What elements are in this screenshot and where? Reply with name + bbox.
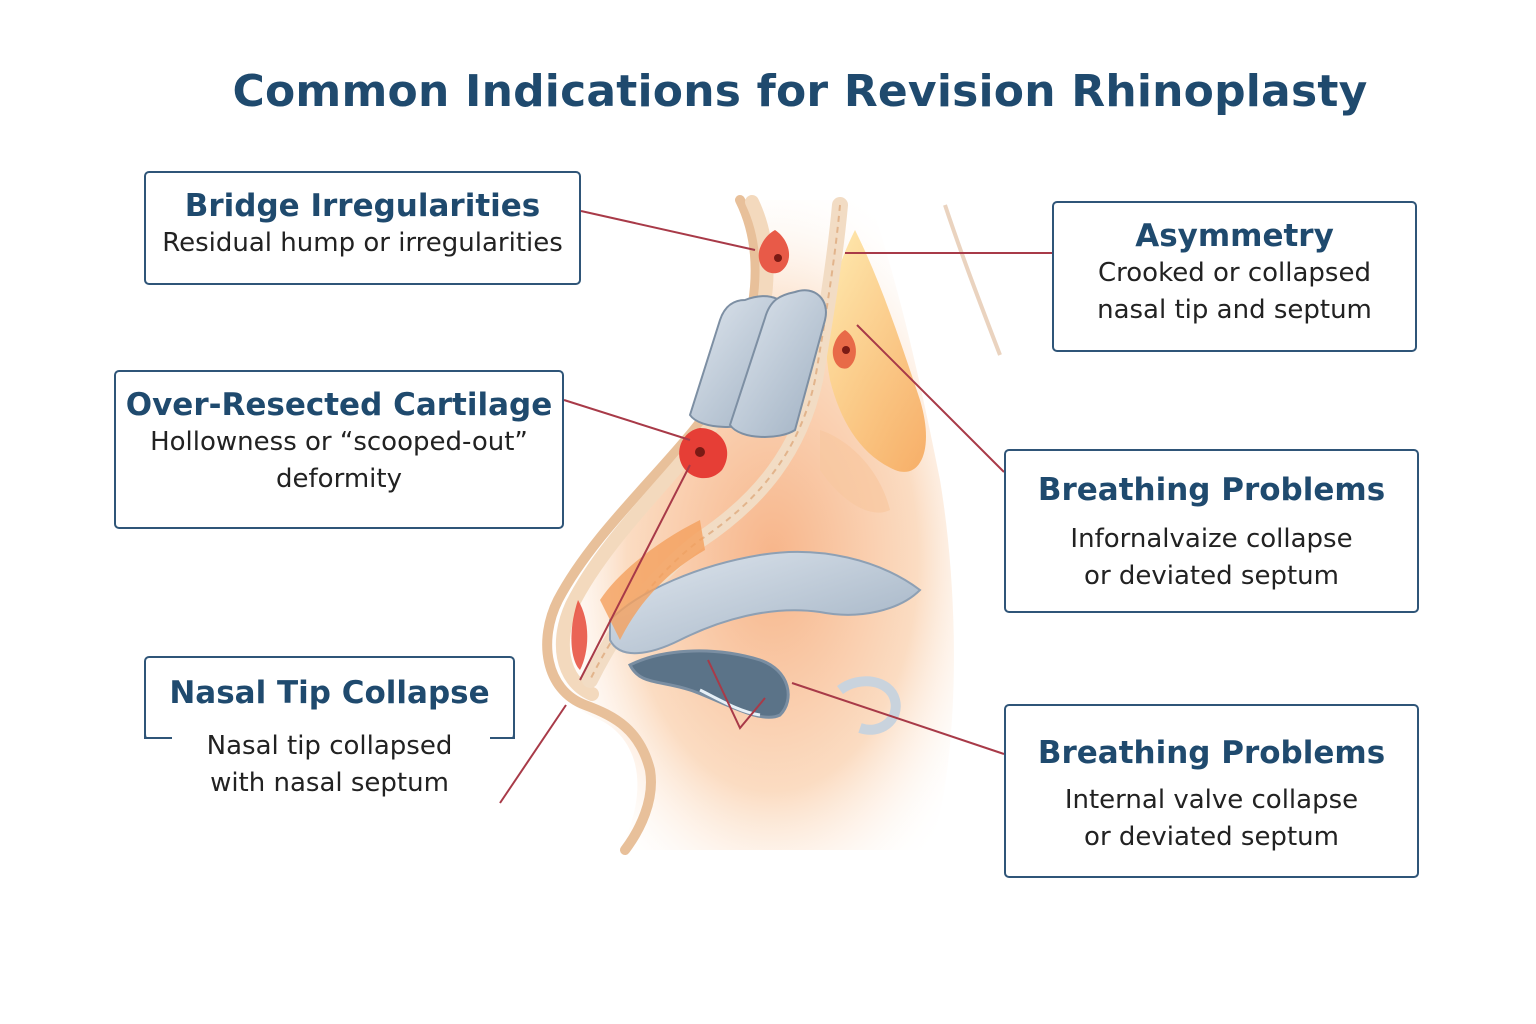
bridge-lesion-marker bbox=[758, 230, 790, 274]
callout-heading: Over-Resected Cartilage bbox=[125, 387, 553, 423]
callout-description: Nasal tip collapsed bbox=[206, 731, 453, 761]
callout-heading: Asymmetry bbox=[1135, 218, 1334, 254]
page-title: Common Indications for Revision Rhinopla… bbox=[232, 66, 1368, 117]
nostril bbox=[627, 649, 790, 719]
alar-rim bbox=[837, 676, 901, 735]
callout-heading: Breathing Problems bbox=[1037, 472, 1386, 508]
callout-asymmetry: Asymmetry Crooked or collapsed nasal tip… bbox=[1052, 201, 1417, 352]
callout-nasal-tip-collapse: Nasal Tip Collapse Nasal tip collapsed w… bbox=[144, 656, 515, 798]
lower-lateral-cartilage bbox=[609, 550, 922, 655]
callout-description: Internal valve collapse bbox=[1064, 785, 1359, 815]
callout-description: Infornalvaize collapse bbox=[1070, 524, 1353, 554]
nasal-soft-tissue bbox=[826, 230, 926, 472]
callout-heading: Nasal Tip Collapse bbox=[169, 675, 490, 711]
callout-description: deformity bbox=[276, 464, 402, 494]
callout-description: or deviated septum bbox=[1084, 561, 1339, 591]
callout-over-resected-cartilage: Over-Resected Cartilage Hollowness or “s… bbox=[114, 370, 564, 529]
callout-description: Residual hump or irregularities bbox=[162, 228, 563, 258]
leader-lines bbox=[499, 210, 1052, 804]
callout-description: with nasal septum bbox=[210, 768, 449, 798]
tip-box-bottom-border bbox=[144, 728, 515, 739]
callout-heading: Bridge Irregularities bbox=[184, 188, 541, 224]
callout-description-group: Nasal tip collapsed with nasal septum bbox=[126, 728, 533, 802]
callout-description: or deviated septum bbox=[1084, 822, 1339, 852]
upper-lateral-cartilage-right bbox=[728, 289, 827, 438]
callout-description: Hollowness or “scooped-out” bbox=[150, 427, 528, 457]
callout-breathing-problems-1: Breathing Problems Infornalvaize collaps… bbox=[1004, 449, 1419, 613]
callout-heading: Breathing Problems bbox=[1037, 735, 1386, 771]
callout-description: Crooked or collapsed bbox=[1098, 258, 1371, 288]
callout-description: nasal tip and septum bbox=[1097, 295, 1372, 325]
callout-breathing-problems-2: Breathing Problems Internal valve collap… bbox=[1004, 704, 1419, 878]
callout-bridge-irregularities: Bridge Irregularities Residual hump or i… bbox=[144, 171, 581, 285]
